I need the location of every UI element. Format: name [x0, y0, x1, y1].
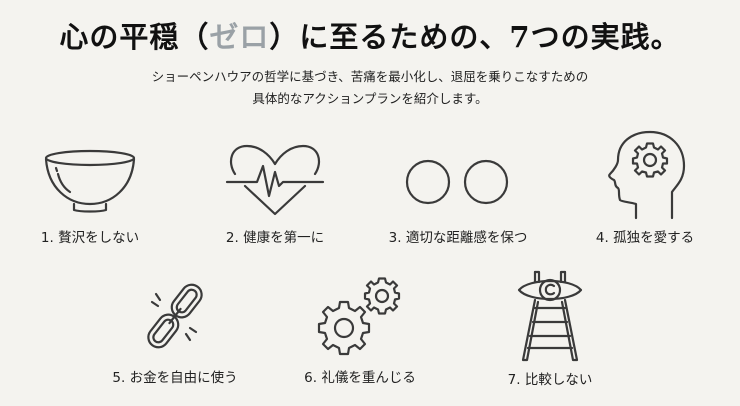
practice-label: 1. 贅沢をしない — [40, 230, 140, 246]
practice-label: 7. 比較しない — [507, 372, 593, 388]
practice-item-4: 4. 孤独を愛する — [580, 128, 710, 246]
practice-item-2: 2. 健康を第一に — [210, 140, 340, 246]
two-circles-icon — [405, 159, 509, 205]
page-title: 心の平穏（ゼロ）に至るための、7つの実践。 — [0, 14, 740, 56]
title-text-end: ）に至るための、7つの実践。 — [269, 20, 681, 54]
practice-label: 2. 健康を第一に — [225, 230, 325, 246]
heart-pulse-icon — [225, 144, 325, 216]
bowl-icon — [44, 149, 136, 213]
practice-label: 5. お金を自由に使う — [112, 370, 238, 386]
practice-label: 3. 適切な距離感を保つ — [388, 230, 528, 246]
practice-item-7: 7. 比較しない — [490, 268, 610, 388]
head-gear-icon — [608, 130, 686, 220]
title-accent: ゼロ — [209, 20, 270, 54]
gears-icon — [317, 277, 401, 356]
broken-chain-icon — [147, 283, 203, 349]
subtitle-line-1: ショーペンハウアの哲学に基づき、苦痛を最小化し、退屈を乗りこなすための — [151, 69, 589, 84]
ladder-eye-icon — [517, 270, 583, 362]
practice-item-1: 1. 贅沢をしない — [30, 148, 150, 246]
subtitle: ショーペンハウアの哲学に基づき、苦痛を最小化し、退屈を乗りこなすための 具体的な… — [0, 66, 740, 110]
practice-label: 4. 孤独を愛する — [595, 230, 695, 246]
practice-label: 6. 礼儀を重んじる — [304, 370, 416, 386]
practice-item-3: 3. 適切な距離感を保つ — [378, 148, 538, 246]
subtitle-line-2: 具体的なアクションプランを紹介します。 — [252, 91, 488, 106]
practice-item-5: 5. お金を自由に使う — [100, 272, 250, 386]
title-text: 心の平穏（ — [59, 20, 210, 54]
practice-item-6: 6. 礼儀を重んじる — [290, 272, 430, 386]
